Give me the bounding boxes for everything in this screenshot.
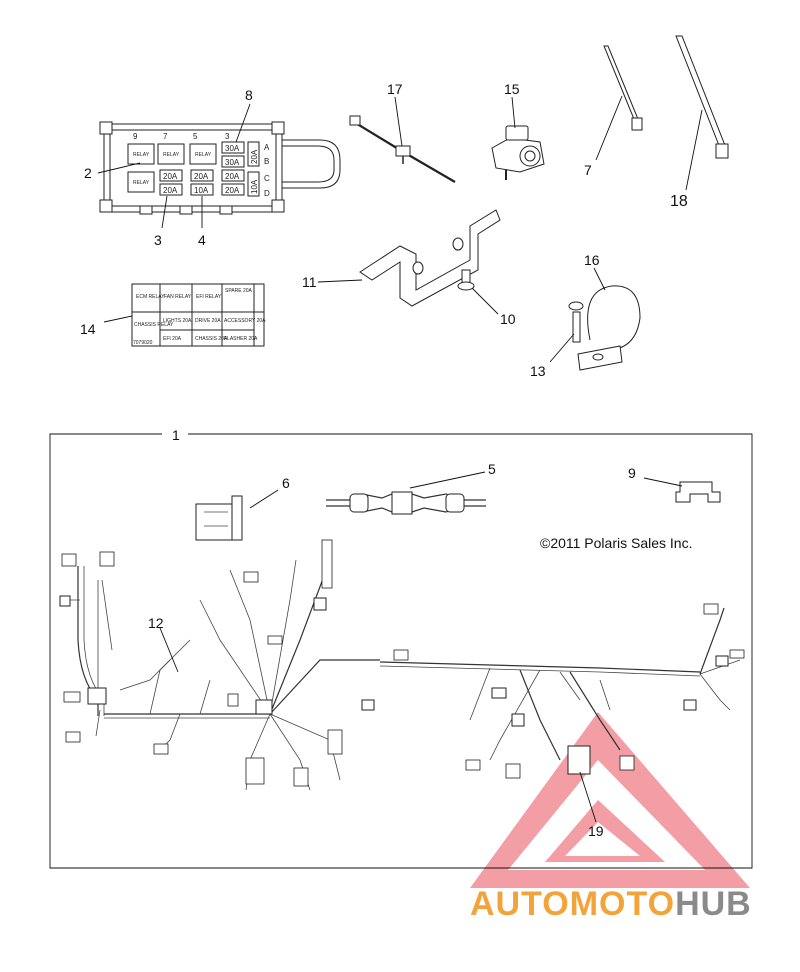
fuse-rating: 20A [194, 172, 209, 181]
decal-cell: EFI 20A [163, 336, 182, 342]
fuse-box: 9 7 5 3 RELAY RELAY RELAY RELAY 30A 30A … [99, 121, 341, 215]
callout-15: 15 [504, 81, 520, 97]
bracket-part: 11 [302, 209, 501, 307]
callout-11: 11 [302, 274, 317, 290]
decal-cell: CHASSIS 20A [195, 336, 228, 342]
watermark-brand-part1: AUTOMOTO [470, 885, 675, 923]
callout-17: 17 [387, 81, 403, 97]
fuse-rating: 30A [225, 144, 240, 153]
fuse-rating: 30A [225, 158, 240, 167]
relay-label: RELAY [195, 152, 212, 158]
callout-6: 6 [282, 475, 290, 491]
fuse-rating: 20A [163, 172, 178, 181]
fuse-rating: 10A [250, 179, 259, 194]
decal-header: SPARE 20A [225, 288, 253, 294]
fuse-rating: 20A [250, 149, 259, 164]
fuse-rating: 20A [225, 186, 240, 195]
callout-8: 8 [245, 87, 253, 103]
callout-7: 7 [584, 162, 592, 178]
fuse-decal: ECM RELAY FAN RELAY EFI RELAY SPARE 20A … [80, 283, 266, 347]
callout-5: 5 [488, 461, 496, 477]
fuse-row-label: B [264, 157, 269, 166]
decal-cell: ACCESSORY 20A [224, 318, 266, 324]
callout-19: 19 [588, 823, 604, 839]
decal-part-number: 7079020 [133, 340, 153, 346]
callout-13: 13 [530, 363, 546, 379]
relay-slot [157, 143, 185, 165]
relay-slot [127, 171, 155, 193]
decal-cell: FLASHER 20A [224, 336, 258, 342]
wiring-harness: 12 19 [59, 539, 745, 839]
callout-12: 12 [148, 615, 164, 631]
watermark-brand-text: AUTOMOTOHUB [470, 885, 752, 923]
callout-18: 18 [670, 193, 688, 210]
relay-slot [189, 143, 217, 165]
callout-2: 2 [84, 165, 92, 181]
inline-fuse-part: 5 [326, 461, 496, 515]
fastener-part: 10 [457, 269, 516, 327]
fuse-top-label: 9 [133, 132, 138, 141]
callout-14: 14 [80, 321, 96, 337]
fuse-top-label: 3 [225, 132, 230, 141]
callout-4: 4 [198, 232, 206, 248]
relay-label: RELAY [163, 152, 180, 158]
decal-cell: DRIVE 20A [195, 318, 221, 324]
cable-ties-long: 7 18 [584, 35, 729, 210]
callout-10: 10 [500, 311, 516, 327]
fuse-box-callouts: 2 3 4 8 [84, 87, 253, 248]
watermark-brand-part2: HUB [675, 885, 752, 923]
copyright-text: ©2011 Polaris Sales Inc. [540, 535, 692, 551]
watermark-logo [470, 712, 750, 888]
small-fuse-part: 9 [628, 465, 721, 503]
connector-19 [567, 745, 591, 775]
watermark-brand: AUTOMOTOHUB [470, 885, 752, 923]
fuse-top-label: 7 [163, 132, 168, 141]
relay-slot [127, 143, 155, 165]
fuse-row-label: A [264, 143, 270, 152]
fuse-rating: 10A [194, 186, 209, 195]
decal-header: ECM RELAY [136, 294, 165, 300]
relay-label: RELAY [133, 152, 150, 158]
callout-16: 16 [584, 252, 600, 268]
decal-cell: CHASSIS RELAY [134, 322, 174, 328]
cable-tie-part: 17 [349, 81, 456, 183]
decal-header: EFI RELAY [196, 294, 222, 300]
callout-1: 1 [172, 427, 180, 443]
clamp-part: 16 13 [530, 252, 641, 379]
harness-frame: 1 ©2011 Polaris Sales Inc. [49, 427, 753, 869]
relay-label: RELAY [133, 180, 150, 186]
connector-part: 15 [491, 81, 545, 180]
decal-cell: LIGHTS 20A [163, 318, 192, 324]
fuse-row-label: C [264, 174, 270, 183]
callout-3: 3 [154, 232, 162, 248]
fuse-rating: 20A [225, 172, 240, 181]
fuse-rating: 20A [163, 186, 178, 195]
harness-connector-part: 6 [195, 475, 290, 541]
fuse-top-label: 5 [193, 132, 198, 141]
callout-9: 9 [628, 465, 636, 481]
decal-header: FAN RELAY [164, 294, 192, 300]
fuse-row-label: D [264, 189, 270, 198]
